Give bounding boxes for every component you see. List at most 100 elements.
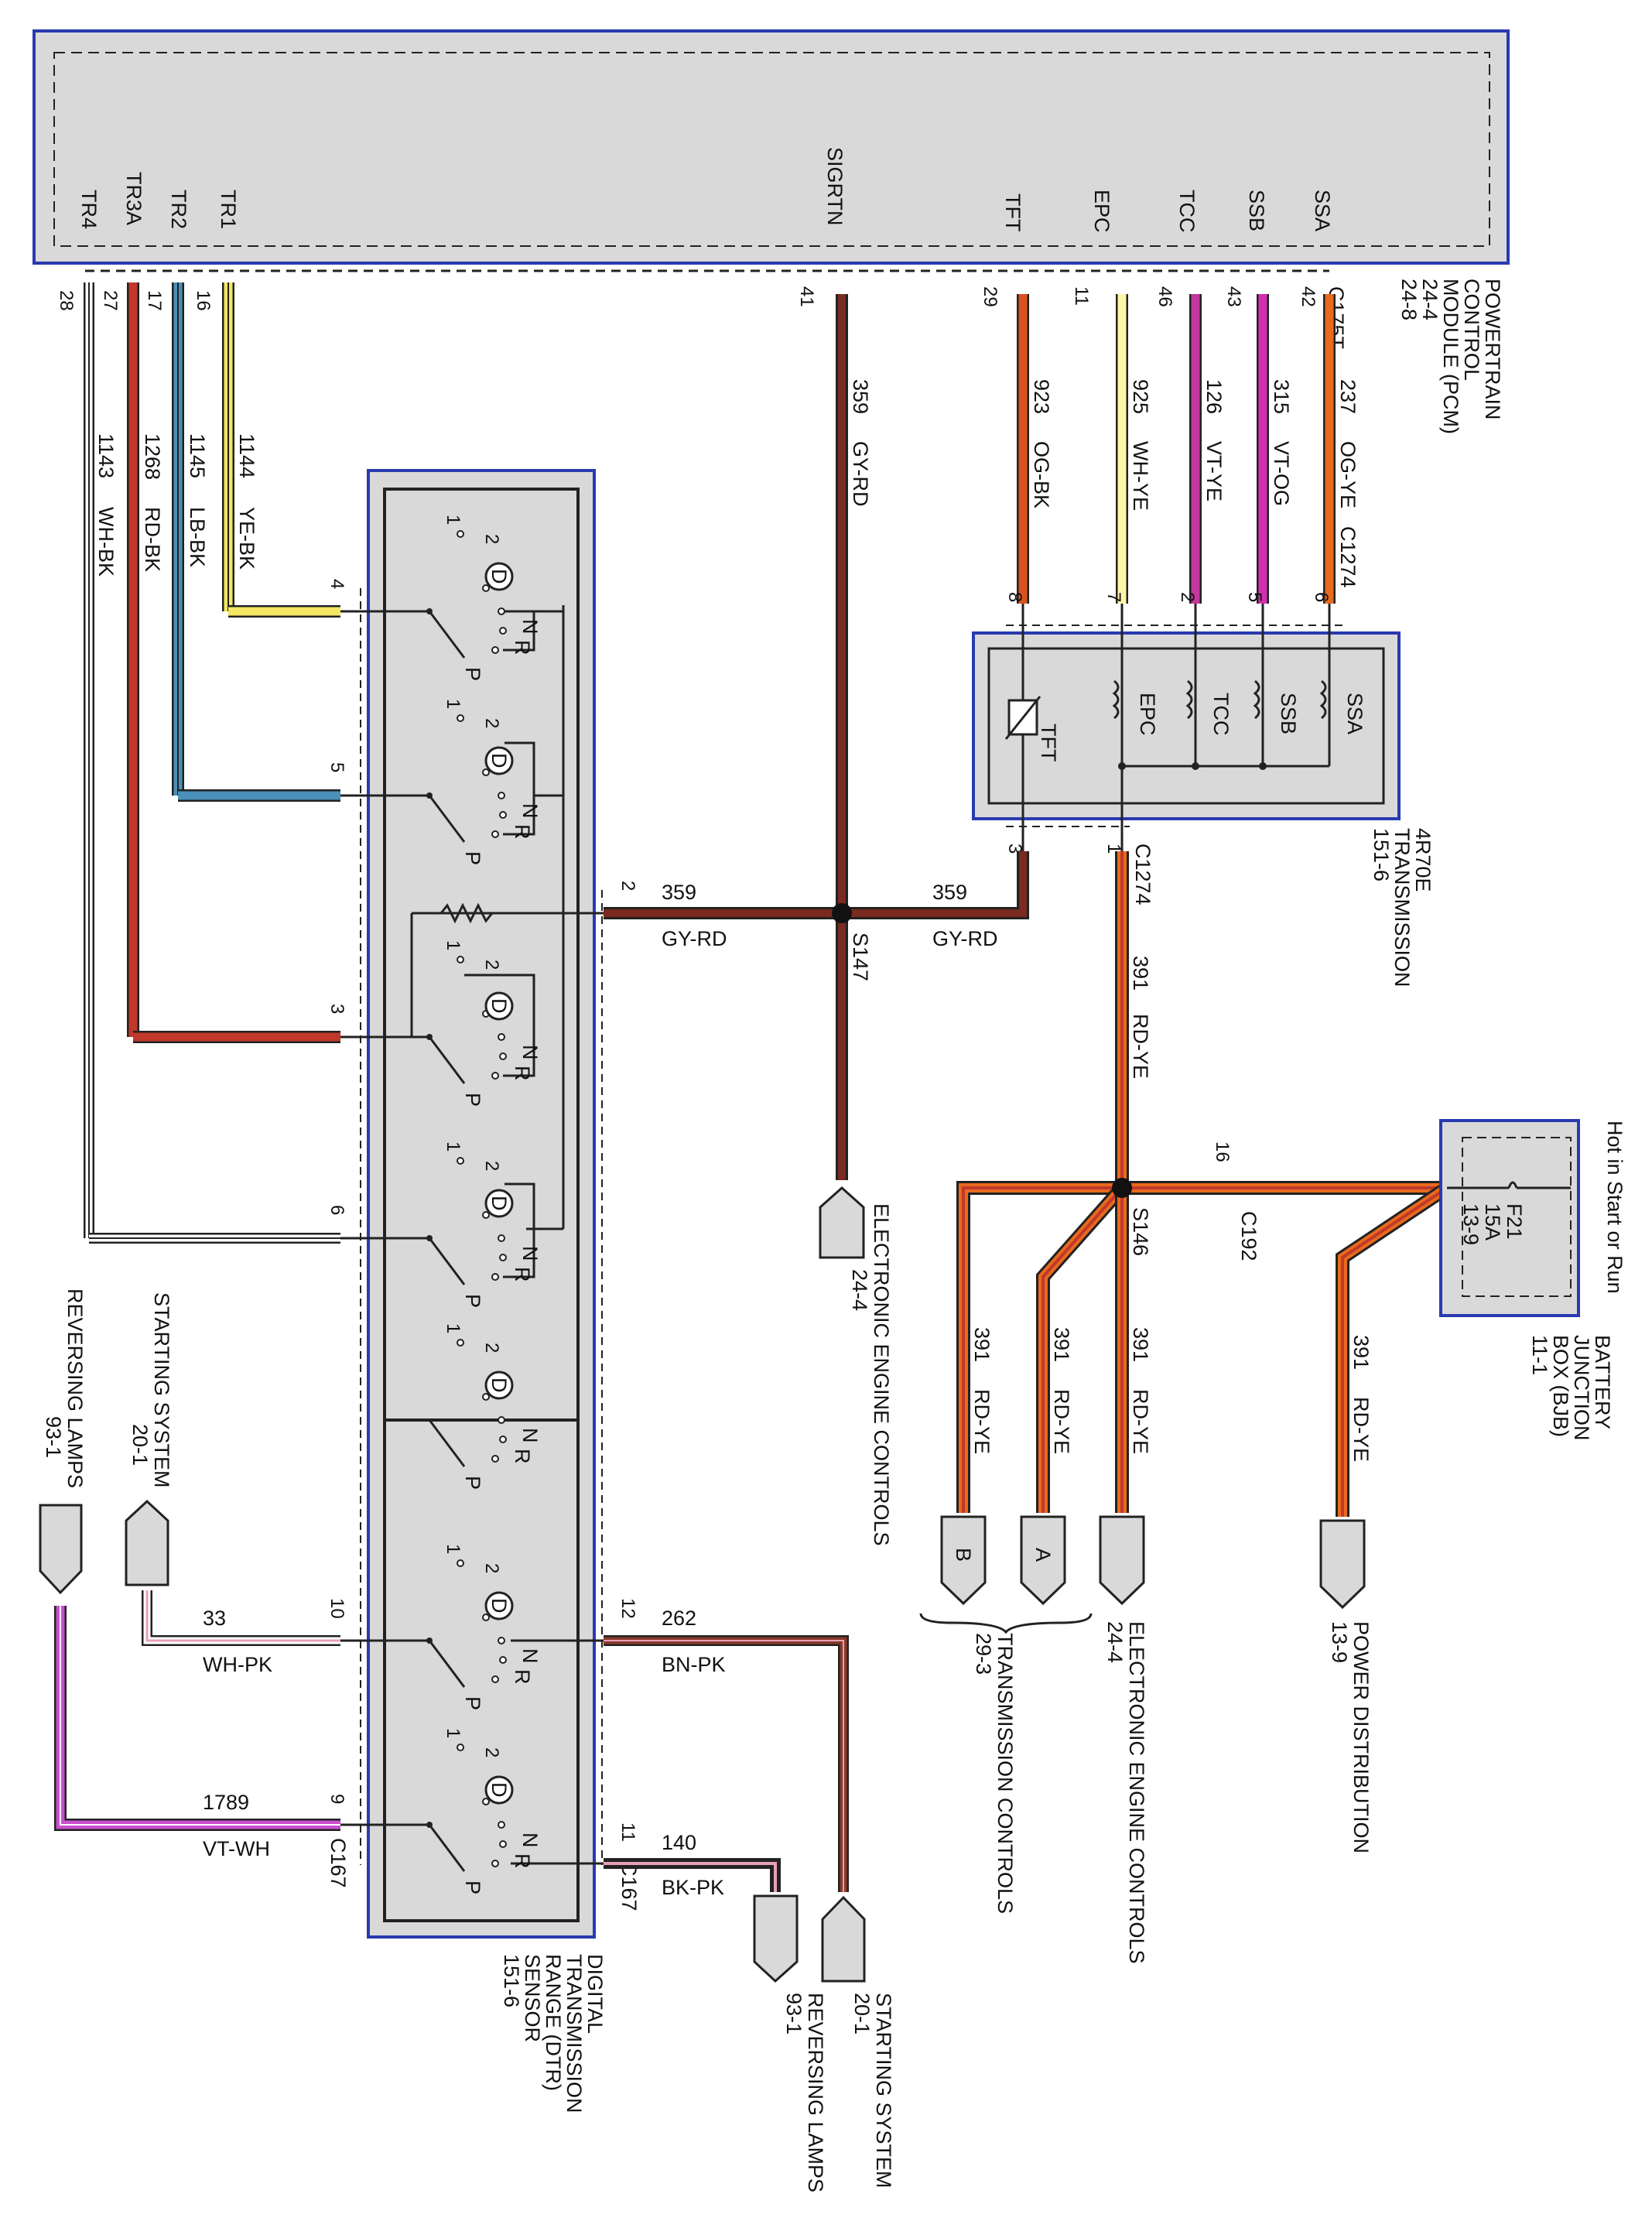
reversing-left-label: REVERSING LAMPS 93-1 <box>42 1288 87 1488</box>
pcm-module <box>32 29 1510 272</box>
svg-text:8: 8 <box>1004 592 1025 602</box>
svg-text:9: 9 <box>327 1794 347 1804</box>
svg-text:D: D <box>487 998 511 1014</box>
svg-text:4: 4 <box>327 579 347 589</box>
pin-label-tr3a: TR3A <box>122 172 145 225</box>
wire-color-dtr-sig: GY-RD <box>662 927 727 950</box>
svg-text:D: D <box>487 1196 511 1211</box>
svg-text:N: N <box>518 1246 542 1261</box>
trans-controls-a-connector: A <box>1020 1515 1066 1606</box>
svg-text:R: R <box>511 1267 534 1282</box>
pcm-pin-labels: TR4 TR3A TR2 TR1 SIGRTN TFT EPC TCC SSB … <box>77 147 1334 233</box>
svg-text:1: 1 <box>443 1544 463 1554</box>
pin-label-ssb: SSB <box>1245 190 1268 231</box>
pin-number-tr3a: 27 <box>100 290 121 311</box>
svg-text:STARTING SYSTEM: STARTING SYSTEM <box>872 1993 895 2188</box>
svg-text:2: 2 <box>1177 592 1198 602</box>
svg-text:D: D <box>487 1782 511 1798</box>
wire-color-tcc: VT-YE <box>1202 441 1226 501</box>
svg-text:POWERTRAIN: POWERTRAIN <box>1481 279 1504 420</box>
svg-text:SENSOR: SENSOR <box>521 1954 544 2042</box>
svg-text:TCC: TCC <box>1209 693 1233 736</box>
svg-text:N: N <box>518 1428 542 1443</box>
svg-text:POWER DISTRIBUTION: POWER DISTRIBUTION <box>1349 1621 1373 1853</box>
svg-text:P: P <box>461 1696 484 1710</box>
svg-text:20-1: 20-1 <box>850 1993 874 2034</box>
transmission-components: SSA SSB TCC EPC TFT <box>1037 693 1366 761</box>
svg-text:P: P <box>461 1476 484 1490</box>
dtr-switch-5 <box>428 1339 514 1467</box>
pin-label-sigrtn: SIGRTN <box>823 147 847 226</box>
svg-text:SSB: SSB <box>1277 693 1300 734</box>
dtr-pin-numbers: 4 5 2 3 6 10 12 9 11 <box>327 579 638 1842</box>
pin-label-tcc: TCC <box>1175 190 1199 233</box>
wire-circuit-tft: 923 <box>1030 379 1053 414</box>
svg-text:R: R <box>511 1449 534 1464</box>
svg-text:R: R <box>511 1669 534 1685</box>
wire-circuit-rev2: 140 <box>662 1831 696 1854</box>
pin-label-tr1: TR1 <box>217 190 240 229</box>
svg-text:2: 2 <box>481 1563 502 1573</box>
svg-text:N: N <box>518 1833 542 1848</box>
svg-text:RANGE (DTR): RANGE (DTR) <box>542 1954 565 2091</box>
svg-text:D: D <box>487 1598 511 1614</box>
svg-text:DIGITAL: DIGITAL <box>583 1954 607 2034</box>
svg-text:24-4: 24-4 <box>848 1269 871 1311</box>
wire-circuit-tr3a: 1268 <box>141 433 164 480</box>
svg-text:N: N <box>518 1648 542 1664</box>
svg-text:7: 7 <box>1103 592 1124 602</box>
wire-circuit-epc: 925 <box>1129 379 1152 414</box>
svg-text:13-9: 13-9 <box>1328 1621 1351 1663</box>
svg-text:P: P <box>461 1093 484 1107</box>
svg-text:STARTING SYSTEM: STARTING SYSTEM <box>150 1292 173 1488</box>
svg-text:10: 10 <box>327 1598 347 1619</box>
splice-s147: S147 <box>849 933 872 981</box>
signal-return-wires <box>604 851 1029 923</box>
svg-text:N: N <box>518 1045 542 1060</box>
c192-pin: 16 <box>1212 1141 1233 1162</box>
pin-label-tr2: TR2 <box>167 190 190 229</box>
splice-s146: S146 <box>1129 1207 1152 1256</box>
svg-text:93-1: 93-1 <box>42 1416 65 1458</box>
wire-color-rev2: BK-PK <box>662 1876 724 1899</box>
svg-text:24-4: 24-4 <box>1103 1621 1127 1663</box>
pin-number-ssa: 42 <box>1298 286 1319 307</box>
wire-circuit-pwr-dist: 391 <box>1349 1335 1373 1370</box>
trans-controls-b-letter: B <box>952 1548 975 1562</box>
trans-controls-brace <box>919 1613 1093 1634</box>
dtr-connector-right: C167 <box>617 1861 641 1911</box>
svg-text:151-6: 151-6 <box>1370 828 1393 881</box>
svg-text:93-1: 93-1 <box>782 1993 805 2034</box>
svg-text:TRANSMISSION CONTROLS: TRANSMISSION CONTROLS <box>994 1633 1017 1914</box>
pin-number-epc: 11 <box>1071 286 1092 306</box>
dtr-position-labels: D N R P 1 2 D N R P 1 2 D N R P 1 2 D N … <box>443 515 542 1894</box>
wire-circuit-ssb: 315 <box>1270 379 1293 414</box>
svg-text:ELECTRONIC ENGINE CONTROLS: ELECTRONIC ENGINE CONTROLS <box>1125 1621 1148 1964</box>
svg-text:D: D <box>487 753 511 768</box>
dtr-title: DIGITAL TRANSMISSION RANGE (DTR) SENSOR … <box>500 1954 607 2113</box>
wire-circuit-dtr-sig: 359 <box>662 881 696 904</box>
wire-color-start2: BN-PK <box>662 1653 726 1676</box>
wire-circuit-start: 33 <box>203 1607 226 1630</box>
wire-color-pwr-dist: RD-YE <box>1349 1397 1373 1462</box>
splice-s146-dot <box>1112 1178 1132 1198</box>
power-dist-label: POWER DISTRIBUTION 13-9 <box>1328 1621 1373 1853</box>
wire-color-tr4: WH-BK <box>94 507 118 577</box>
bjb-title: BATTERY JUNCTION BOX (BJB) 11-1 <box>1528 1335 1614 1441</box>
wire-color-tft: OG-BK <box>1030 441 1053 508</box>
svg-text:D: D <box>487 569 511 584</box>
pcm-wire-labels: 1143 WH-BK 1268 RD-BK 1145 LB-BK 1144 YE… <box>94 379 1360 577</box>
wire-color-pwr-eec: RD-YE <box>1129 1389 1152 1454</box>
wire-color-tr1: YE-BK <box>235 507 258 570</box>
pin-number-tr2: 17 <box>144 290 165 311</box>
svg-text:R: R <box>511 640 534 655</box>
wire-circuit-tr1: 1144 <box>235 433 258 478</box>
c192-label: C192 <box>1237 1211 1260 1261</box>
svg-text:BATTERY: BATTERY <box>1591 1335 1614 1429</box>
wire-color-trans-sig: GY-RD <box>932 927 998 950</box>
eec-top-connector <box>819 1186 865 1259</box>
reversing-left-connector <box>39 1504 83 1595</box>
svg-text:REVERSING LAMPS: REVERSING LAMPS <box>63 1288 87 1488</box>
trans-controls-a-letter: A <box>1031 1548 1055 1562</box>
trans-controls-b-connector: B <box>940 1515 987 1606</box>
